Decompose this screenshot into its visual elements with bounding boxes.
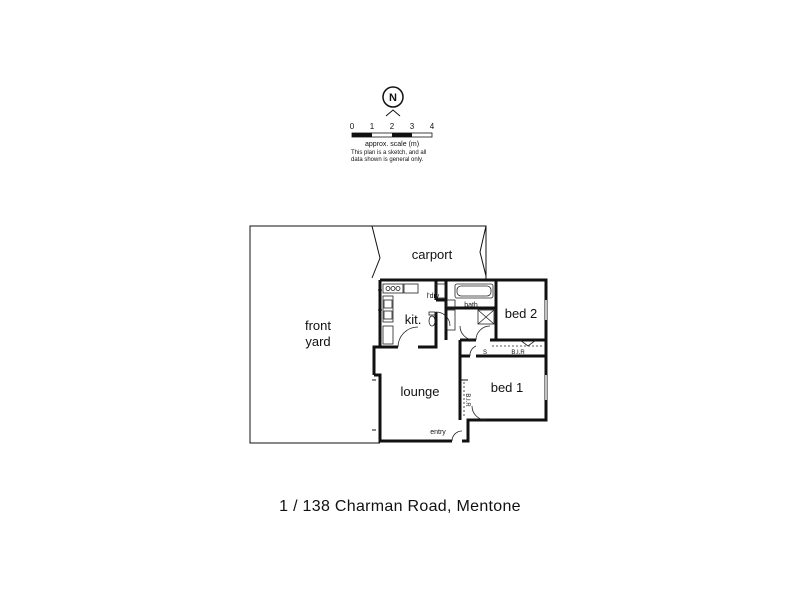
interior-walls (380, 280, 546, 420)
bath-fixtures (446, 283, 495, 331)
robe-shelves (463, 345, 544, 418)
room-label-lounge: lounge (400, 384, 439, 399)
windows (372, 289, 547, 431)
scale-note-2: data shown is general only. (351, 157, 424, 163)
scale-tick-2: 2 (390, 122, 395, 131)
room-label-front-yard-1: front (305, 318, 331, 333)
scale-bar: 0 1 2 3 4 approx. scale (m) This plan is… (350, 122, 435, 163)
room-label-laundry: l'dry (427, 293, 440, 300)
scale-tick-0: 0 (350, 122, 355, 131)
room-label-bed-1: bed 1 (491, 380, 524, 395)
scale-tick-4: 4 (430, 122, 435, 131)
room-label-entry: entry (430, 429, 446, 436)
carport-outline (371, 225, 487, 280)
unit-walls (372, 278, 548, 443)
room-label-bed-2: bed 2 (505, 306, 538, 321)
room-label-wir: B.I.R (464, 393, 470, 407)
scale-tick-3: 3 (410, 122, 415, 131)
room-label-bath: bath (464, 302, 478, 309)
scale-tick-1: 1 (370, 122, 375, 131)
laundry-fixtures (435, 283, 446, 299)
room-label-carport: carport (412, 247, 453, 262)
room-label-bir: B.I.R (511, 350, 525, 356)
kitchen-fixtures (382, 283, 436, 345)
scale-note-1: This plan is a sketch, and all (351, 150, 426, 156)
property-address: 1 / 138 Charman Road, Mentone (279, 498, 521, 515)
north-arrow-icon: N (382, 86, 404, 117)
scale-caption: approx. scale (m) (365, 141, 419, 148)
room-label-front-yard-2: yard (305, 334, 330, 349)
front-yard-boundary (249, 225, 380, 444)
room-label-s: S (483, 350, 487, 356)
room-label-kitchen: kit. (405, 312, 422, 327)
compass-letter: N (389, 92, 397, 104)
